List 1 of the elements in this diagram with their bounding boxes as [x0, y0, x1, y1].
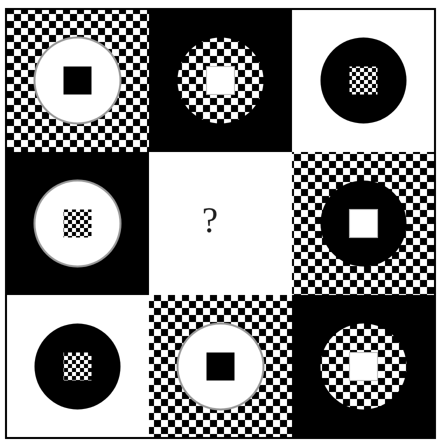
question-mark: ? [201, 200, 219, 240]
